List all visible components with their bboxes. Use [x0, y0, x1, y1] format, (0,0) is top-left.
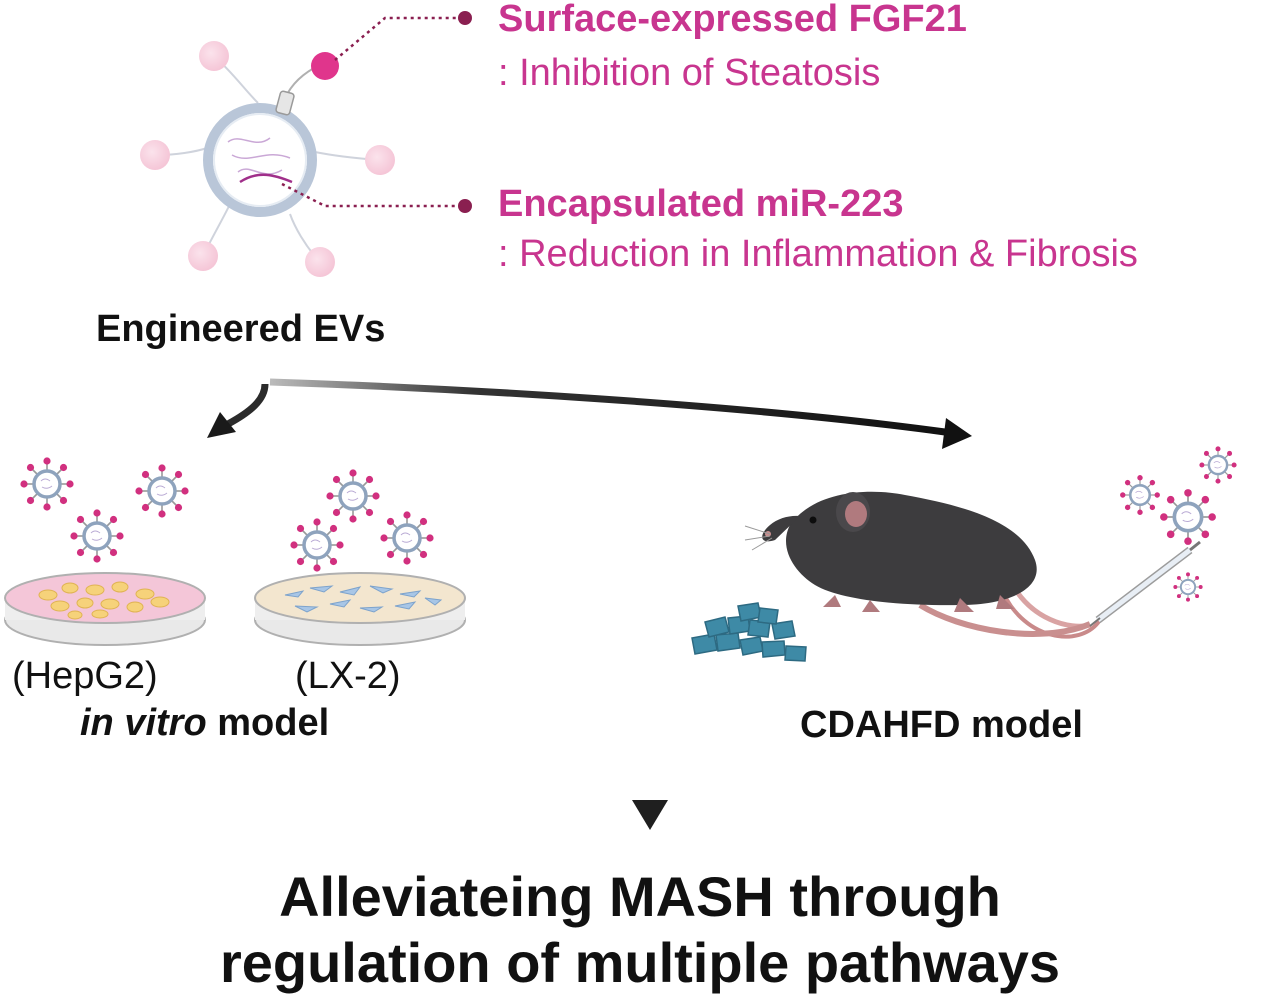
outcome-line-1: Alleviateing MASH through	[279, 865, 1001, 928]
outcome-line-2: regulation of multiple pathways	[219, 931, 1061, 994]
down-arrow	[632, 772, 668, 830]
callout-connectors	[281, 11, 472, 213]
lx2-label: (LX-2)	[295, 655, 401, 697]
surface-fgf21-title: Surface-expressed FGF21	[498, 0, 967, 40]
branch-arrows	[207, 378, 972, 449]
hepg2-label: (HepG2)	[12, 655, 158, 697]
invitro-italic: in vitro	[80, 702, 207, 744]
mouse-illustration	[744, 491, 1102, 639]
mir223-title: Encapsulated miR-223	[498, 183, 904, 225]
engineered-ev-illustration	[140, 41, 395, 277]
petri-dish-hepg2	[4, 572, 206, 646]
engineered-evs-label: Engineered EVs	[96, 308, 386, 350]
mini-evs-invivo	[1118, 445, 1238, 603]
surface-fgf21-effect: : Inhibition of Steatosis	[498, 52, 881, 94]
petri-dish-lx2	[254, 572, 466, 646]
mini-evs-invitro	[18, 455, 436, 574]
invitro-model-label: in vitro model	[80, 702, 329, 745]
syringe-icon	[1089, 540, 1201, 627]
invitro-model-rest: model	[206, 702, 330, 744]
mir223-effect: : Reduction in Inflammation & Fibrosis	[498, 233, 1138, 275]
cdahfd-model-label: CDAHFD model	[800, 704, 1083, 746]
diet-pellets-icon	[691, 602, 807, 662]
